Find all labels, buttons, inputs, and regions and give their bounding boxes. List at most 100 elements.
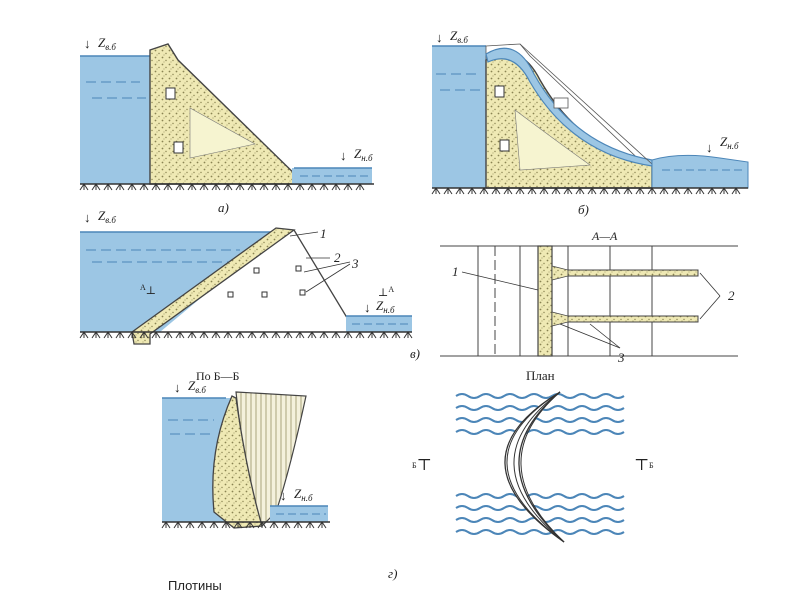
- ground-hatch: [707, 187, 717, 195]
- ground-hatch: [659, 187, 669, 195]
- ground-hatch: [635, 187, 645, 195]
- label-1: 1: [320, 226, 327, 241]
- ground-hatch: [319, 331, 329, 339]
- ground-hatch: [223, 183, 233, 191]
- ground-hatch: [295, 183, 305, 191]
- water-wave: [455, 429, 625, 435]
- ground-hatch: [223, 331, 233, 339]
- ground-hatch: [269, 521, 279, 529]
- water-level-upstream-mark: ↓: [84, 210, 91, 225]
- figure-v-buttress-dam: 1 2 3 А⊥ ⊥А ↓ Zв.б ↓ Zн.б в): [79, 208, 420, 361]
- ground-hatch: [209, 521, 219, 529]
- water-wave: [455, 493, 625, 499]
- ground-hatch: [317, 521, 327, 529]
- water-level-downstream-mark: ↓: [340, 148, 347, 163]
- label-1: 1: [452, 264, 459, 279]
- section-mark-a-right: ⊥А: [378, 285, 394, 299]
- ground-hatch: [259, 183, 269, 191]
- section-a-a: А—А 1 2 3: [440, 229, 738, 365]
- ground-hatch: [391, 331, 401, 339]
- ground-hatch: [161, 521, 171, 529]
- dam-body: [149, 43, 307, 185]
- ground-hatch: [187, 331, 197, 339]
- ground-hatch: [599, 187, 609, 195]
- ground-hatch: [647, 187, 657, 195]
- ground-hatch: [235, 183, 245, 191]
- ground-hatch: [79, 331, 89, 339]
- label-3: 3: [351, 256, 359, 271]
- ground-hatch: [283, 183, 293, 191]
- ground-hatch: [115, 183, 125, 191]
- upstream-level-label: Zв.б: [98, 35, 116, 52]
- ground-hatch: [443, 187, 453, 195]
- ground-hatch: [527, 187, 537, 195]
- ground-hatch: [127, 183, 137, 191]
- ground-hatch: [281, 521, 291, 529]
- section-bb-title: По Б—Б: [196, 369, 240, 383]
- section-mark-b-right: ⊤Б: [634, 457, 654, 474]
- ground-hatch: [257, 521, 267, 529]
- ground-hatch: [587, 187, 597, 195]
- ground-hatch: [139, 183, 149, 191]
- ground-hatch: [247, 331, 257, 339]
- ground-hatch: [491, 187, 501, 195]
- upstream-water: [432, 46, 486, 188]
- ground-hatch: [683, 187, 693, 195]
- upstream-level-label: Zв.б: [98, 208, 116, 225]
- plan-title: План: [526, 368, 555, 383]
- ground-hatch: [151, 331, 161, 339]
- upstream-level-label: Zв.б: [450, 28, 468, 45]
- ground-hatch: [197, 521, 207, 529]
- water-wave: [455, 529, 625, 535]
- gallery: [165, 87, 176, 100]
- ground-hatch: [199, 183, 209, 191]
- ground-hatch: [403, 331, 413, 339]
- ground-hatch: [91, 331, 101, 339]
- ground-hatch: [259, 331, 269, 339]
- ground-hatch: [355, 331, 365, 339]
- downstream-level-label: Zн.б: [354, 146, 373, 163]
- downstream-level-label: Zн.б: [720, 134, 739, 151]
- ground-hatch: [79, 183, 89, 191]
- ground-hatch: [185, 521, 195, 529]
- ground-hatch: [175, 183, 185, 191]
- ground-hatch: [575, 187, 585, 195]
- ground-hatch: [91, 183, 101, 191]
- water-level-downstream-mark: ↓: [364, 300, 371, 315]
- water-level-downstream-mark: ↓: [280, 488, 287, 503]
- figure-v-label: в): [410, 346, 420, 361]
- figure-b-spillway-dam: ↓ Zв.б ↓ Zн.б б): [431, 28, 749, 217]
- ground-hatch: [367, 331, 377, 339]
- ground-hatch: [671, 187, 681, 195]
- ground-hatch: [271, 331, 281, 339]
- ground-hatch: [199, 331, 209, 339]
- slab-section: [537, 245, 553, 357]
- section-aa-title: А—А: [591, 229, 618, 243]
- buttress-top: [551, 269, 699, 277]
- ground-hatch: [283, 331, 293, 339]
- downstream-level-label: Zн.б: [294, 486, 313, 503]
- label-2: 2: [728, 288, 735, 303]
- ground-hatch: [455, 187, 465, 195]
- ground-hatch: [151, 183, 161, 191]
- ground-hatch: [247, 183, 257, 191]
- section-mark-a-left: А⊥: [140, 283, 156, 297]
- ground-hatch: [139, 331, 149, 339]
- figure-g-label: г): [388, 566, 397, 581]
- water-level-downstream-mark: ↓: [706, 140, 713, 155]
- buttress-slab: [131, 227, 296, 345]
- label-3: 3: [617, 350, 625, 365]
- figure-b-label: б): [578, 202, 589, 217]
- ground-hatch: [515, 187, 525, 195]
- buttress-bottom: [551, 315, 699, 323]
- ground-hatch: [331, 183, 341, 191]
- water-level-upstream-mark: ↓: [174, 380, 181, 395]
- ground-hatch: [503, 187, 513, 195]
- ground-hatch: [539, 187, 549, 195]
- gallery: [173, 141, 184, 154]
- upstream-level-label: Zв.б: [188, 378, 206, 395]
- water-wave: [455, 393, 625, 399]
- ground-hatch: [305, 521, 315, 529]
- ground-hatch: [551, 187, 561, 195]
